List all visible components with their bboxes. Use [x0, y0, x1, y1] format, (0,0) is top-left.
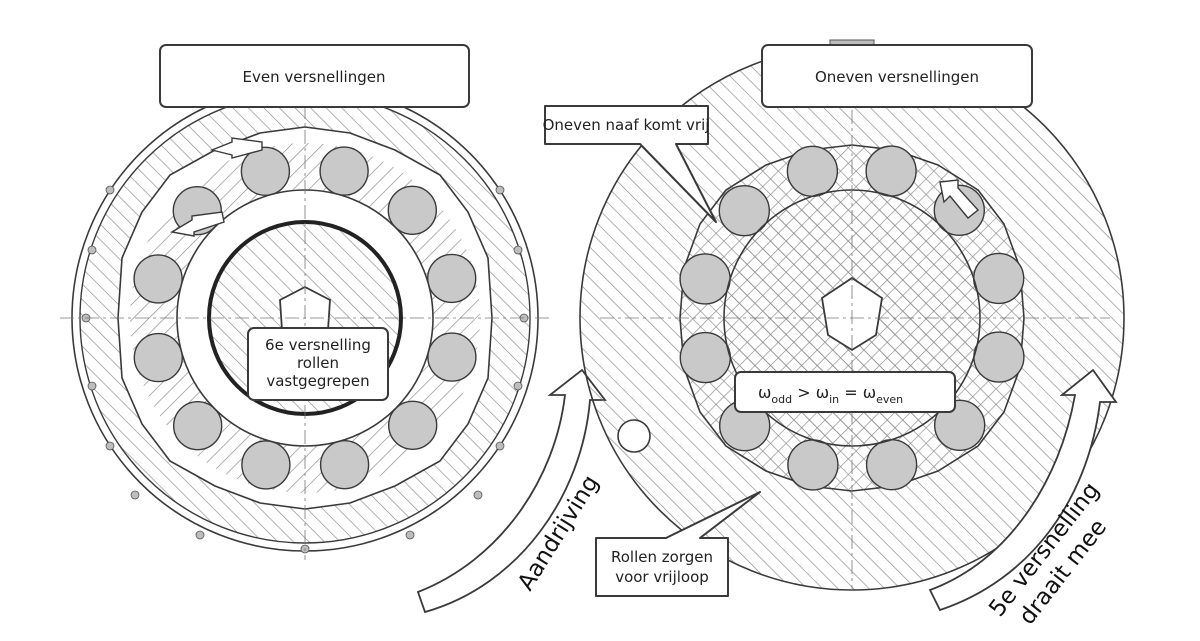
roller: [973, 252, 1025, 305]
omega-relation: ωodd > ωin = ωeven: [758, 383, 903, 406]
roller: [133, 254, 183, 304]
roller: [679, 253, 731, 305]
odd-roller-arrow-icon: [939, 179, 980, 219]
omega-relation-callout: ωodd > ωin = ωeven: [734, 371, 956, 413]
roller: [133, 332, 184, 383]
even-title-callout: Even versnellingen: [159, 44, 470, 108]
roller: [973, 331, 1025, 383]
sixth-gear-line3: vastgegrepen: [266, 372, 369, 390]
odd-hub-release-label: Oneven naaf komt vrij: [543, 116, 710, 134]
roller: [787, 439, 839, 491]
rollers-freewheel-line2: voor vrijloop: [615, 568, 709, 586]
roller: [172, 401, 223, 451]
rollers-freewheel-line1: Rollen zorgen: [611, 548, 713, 566]
odd-title-label: Oneven versnellingen: [815, 68, 979, 86]
fifth-gear-arrow-icon: [928, 368, 1118, 612]
roller: [388, 400, 438, 450]
roller: [865, 145, 917, 197]
odd-hub-release-callout: Oneven naaf komt vrij: [543, 105, 717, 223]
sixth-gear-line2: rollen: [297, 354, 339, 372]
roller: [718, 184, 770, 237]
roller: [865, 439, 918, 491]
sixth-gear-callout: 6e versnelling rollen vastgegrepen: [247, 327, 389, 401]
roller: [786, 145, 839, 198]
roller: [241, 440, 291, 490]
odd-title-callout: Oneven versnellingen: [761, 44, 1033, 108]
roller: [387, 185, 437, 236]
roller: [240, 146, 291, 197]
sixth-gear-line1: 6e versnelling: [265, 336, 371, 354]
even-title-label: Even versnellingen: [243, 68, 386, 86]
roller: [427, 332, 477, 382]
odd-rollers: [679, 145, 1025, 491]
even-rollers: [133, 146, 477, 490]
roller: [319, 440, 370, 490]
roller: [679, 331, 731, 384]
even-roller-arrow-2-icon: [170, 211, 225, 237]
roller: [427, 253, 477, 304]
roller: [319, 146, 369, 196]
even-gear-assembly: [60, 80, 550, 560]
odd-mount-hole: [617, 419, 651, 453]
even-rim-bolts: [81, 185, 529, 554]
rollers-freewheel-callout: Rollen zorgen voor vrijloop: [595, 491, 761, 597]
odd-gear-assembly: [579, 39, 1125, 591]
even-roller-arrow-icon: [209, 137, 263, 159]
